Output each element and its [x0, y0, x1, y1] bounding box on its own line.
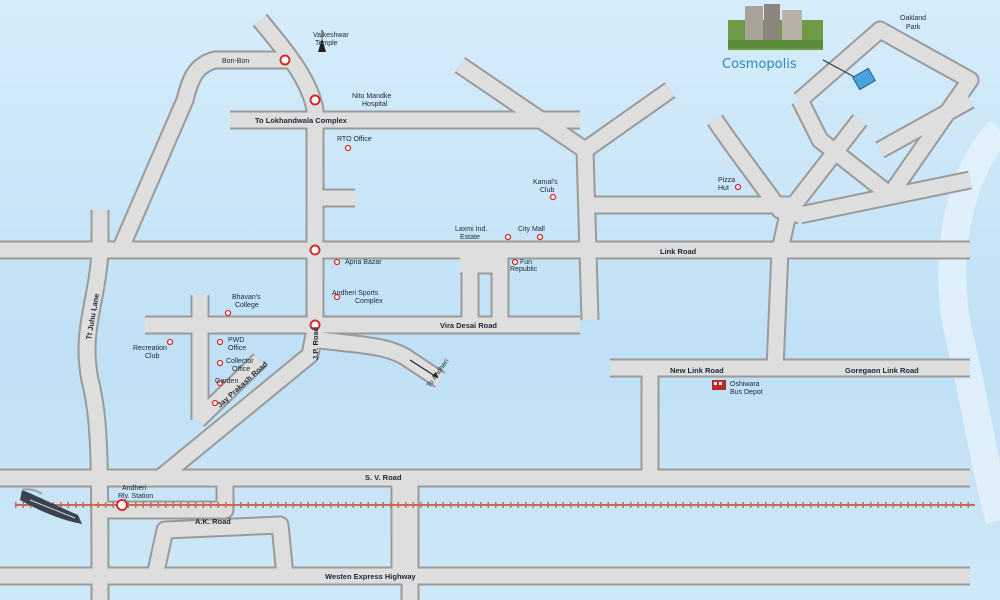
label-ak-road: A.K. Road: [195, 517, 231, 526]
collector-marker: [216, 359, 224, 367]
decorative-swirl: [938, 120, 1000, 525]
label-bon-bon: Bon-Bon: [222, 58, 249, 65]
laxmi-marker: [504, 233, 512, 241]
road-network: [0, 15, 978, 600]
cosmopolis-building-icon: [728, 4, 823, 50]
to-andheri-arrow-icon: [409, 359, 439, 379]
label-fun-republic-l2: Republic: [510, 266, 538, 273]
brand-name: Cosmopolis: [722, 57, 797, 72]
label-goregaon-link-road: Goregaon Link Road: [845, 366, 919, 375]
label-western-express-highway: Westen Express Highway: [325, 572, 417, 581]
bus-depot-icon: [712, 380, 726, 390]
andheri-sports-marker: [333, 293, 341, 301]
nitu-mandke-marker: [309, 94, 321, 106]
label-andheri-station-l2: Rly. Station: [118, 493, 153, 500]
label-bhavans-l2: College: [235, 302, 259, 309]
label-kamals-l1: Kamal's: [533, 179, 558, 186]
label-oshiwara-l2: Bus Depot: [730, 389, 763, 396]
label-to-lokhandwala: To Lokhandwala Complex: [255, 116, 348, 125]
vira-desai-junction-marker: [309, 319, 321, 331]
link-road-junction-marker: [309, 244, 321, 256]
label-andheri-station-l1: Andheri: [122, 485, 147, 492]
label-laxmi-l1: Laxmi Ind.: [455, 226, 487, 233]
label-recreation-l2: Club: [145, 353, 160, 360]
bon-bon-marker: [279, 54, 291, 66]
label-pizza-hut-l1: Pizza: [718, 177, 735, 184]
label-apna-bazar: Apna Bazar: [345, 259, 382, 266]
label-vira-desai-road: Vira Desai Road: [440, 321, 497, 330]
label-recreation-l1: Recreation: [133, 345, 167, 352]
label-valkeshwar-l2: Temple: [315, 40, 338, 47]
label-fun-republic-l1: Fun: [520, 259, 532, 266]
label-andheri-sports-l1: Andheri Sports: [332, 290, 379, 297]
project-location-icon: [822, 59, 876, 91]
place-markers: [116, 54, 742, 511]
label-oshiwara-l1: Oshiwara: [730, 381, 760, 388]
label-pwd-l1: PWD: [228, 337, 244, 344]
pizza-hut-marker: [734, 183, 742, 191]
label-andheri-sports-l2: Complex: [355, 298, 383, 305]
label-kamals-l2: Club: [540, 187, 555, 194]
apna-bazar-marker: [333, 258, 341, 266]
label-bhavans-l1: Bhavan's: [232, 294, 261, 301]
temple-icon: [318, 30, 326, 52]
label-rto-office: RTO Office: [337, 136, 372, 143]
andheri-station-marker: [116, 499, 128, 511]
label-collector-l2: Office: [232, 366, 250, 373]
label-link-road: Link Road: [660, 247, 697, 256]
label-pwd-l2: Office: [228, 345, 246, 352]
label-nitu-mandke-l1: Nitu Mandke: [352, 93, 391, 100]
train-icon: [20, 488, 82, 524]
kamals-marker: [549, 193, 557, 201]
label-collector-l1: Collector: [226, 358, 254, 365]
recreation-marker: [166, 338, 174, 346]
label-laxmi-l2: Estate: [460, 234, 480, 241]
label-garden: Garden: [215, 378, 238, 385]
label-city-mall: City Mall: [518, 226, 545, 233]
label-oakland-l1: Oakland: [900, 15, 926, 22]
pwd-marker: [216, 338, 224, 346]
label-oakland-l2: Park: [906, 24, 921, 31]
label-valkeshwar-l1: Valkeshwar: [313, 32, 349, 39]
label-nitu-mandke-l2: Hospital: [362, 101, 388, 108]
rto-marker: [344, 144, 352, 152]
label-sv-road: S. V. Road: [365, 473, 402, 482]
label-jp-road: J.P. Road: [311, 326, 320, 360]
garden-marker: [216, 379, 224, 387]
jp-road-marker: [211, 399, 219, 407]
bhavans-marker: [224, 309, 232, 317]
label-pizza-hut-l2: Hut: [718, 185, 729, 192]
city-mall-marker: [536, 233, 544, 241]
fun-republic-marker: [511, 258, 519, 266]
label-new-link-road: New Link Road: [670, 366, 724, 375]
